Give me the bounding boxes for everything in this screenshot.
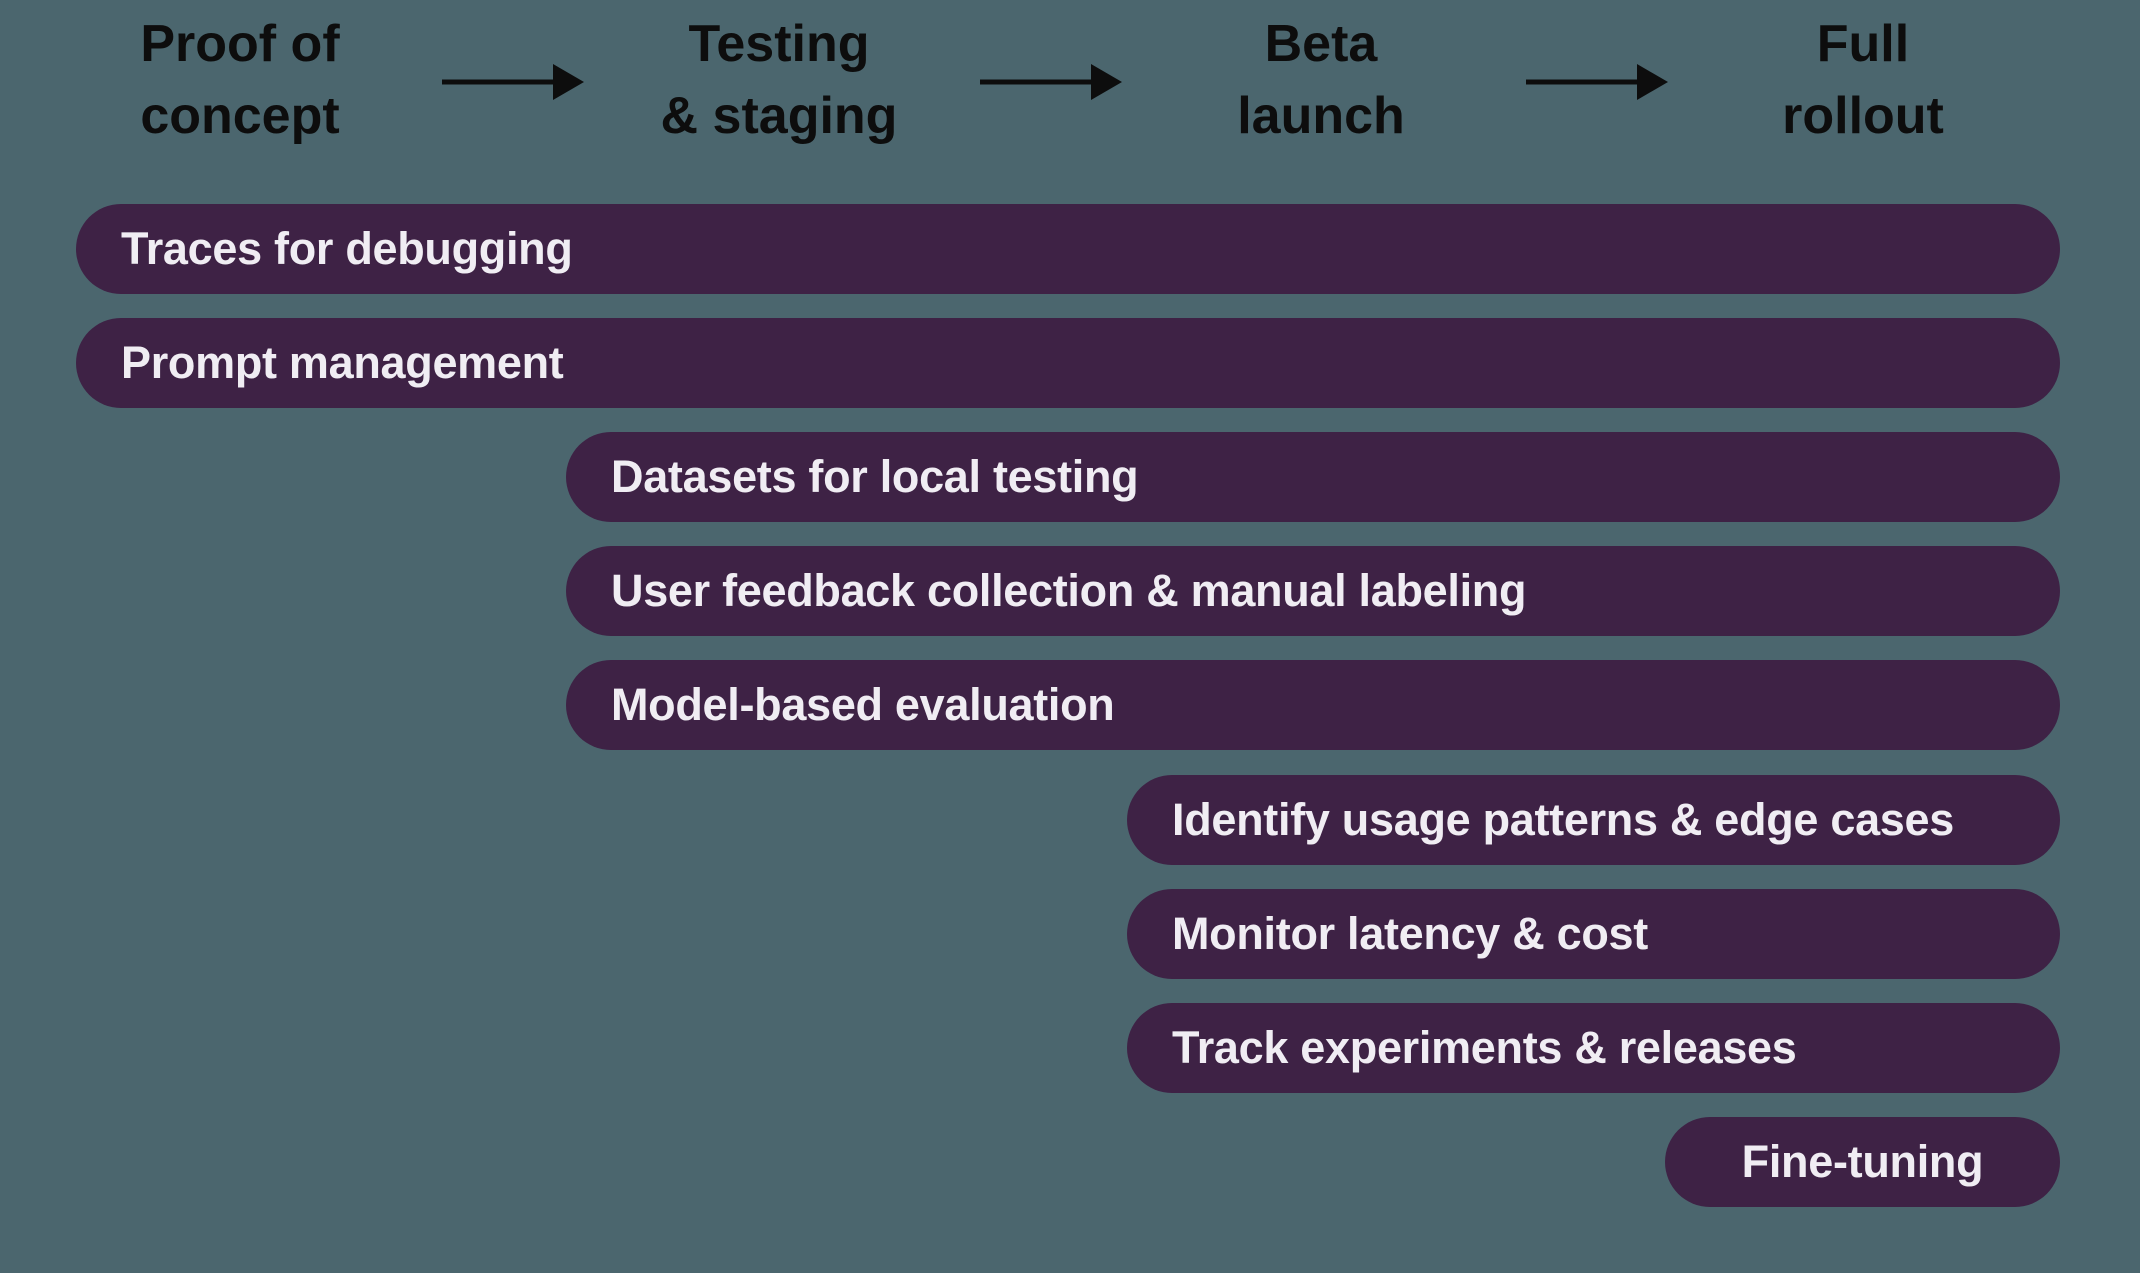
bar-label: Datasets for local testing xyxy=(611,451,1139,502)
bar-label: Prompt management xyxy=(121,337,564,388)
bar-label: Traces for debugging xyxy=(121,223,573,274)
stage-line-2: concept xyxy=(140,87,340,145)
stage-line-1: Beta xyxy=(1264,15,1378,73)
stage-label-full-rollout: Full rollout xyxy=(1782,8,1944,152)
bar-track-experiments-releases: Track experiments & releases xyxy=(1127,1003,2060,1093)
stage-label-testing-staging: Testing & staging xyxy=(661,8,898,152)
stage-line-2: rollout xyxy=(1782,87,1944,145)
bar-label: User feedback collection & manual labeli… xyxy=(611,565,1527,616)
stage-line-1: Full xyxy=(1816,15,1910,73)
bar-prompt-management: Prompt management xyxy=(76,318,2060,408)
right-arrow-icon xyxy=(1526,64,1668,100)
bar-monitor-latency-cost: Monitor latency & cost xyxy=(1127,889,2060,979)
stage-line-1: Proof of xyxy=(140,15,340,73)
bar-model-based-evaluation: Model-based evaluation xyxy=(566,660,2060,750)
bar-traces-for-debugging: Traces for debugging xyxy=(76,204,2060,294)
stage-line-2: launch xyxy=(1237,87,1405,145)
bar-label: Track experiments & releases xyxy=(1172,1022,1797,1073)
right-arrow-icon xyxy=(980,64,1122,100)
stage-line-2: & staging xyxy=(660,87,898,145)
stage-label-proof-of-concept: Proof of concept xyxy=(140,8,339,152)
right-arrow-icon xyxy=(442,64,584,100)
bar-user-feedback-collection: User feedback collection & manual labeli… xyxy=(566,546,2060,636)
bar-identify-usage-patterns: Identify usage patterns & edge cases xyxy=(1127,775,2060,865)
bar-label: Identify usage patterns & edge cases xyxy=(1172,794,1954,845)
stage-label-beta-launch: Beta launch xyxy=(1237,8,1405,152)
bar-fine-tuning: Fine-tuning xyxy=(1665,1117,2060,1207)
bar-label: Model-based evaluation xyxy=(611,679,1115,730)
bar-datasets-for-local-testing: Datasets for local testing xyxy=(566,432,2060,522)
bar-label: Fine-tuning xyxy=(1741,1136,1984,1187)
bar-label: Monitor latency & cost xyxy=(1172,908,1648,959)
stage-line-1: Testing xyxy=(688,15,870,73)
